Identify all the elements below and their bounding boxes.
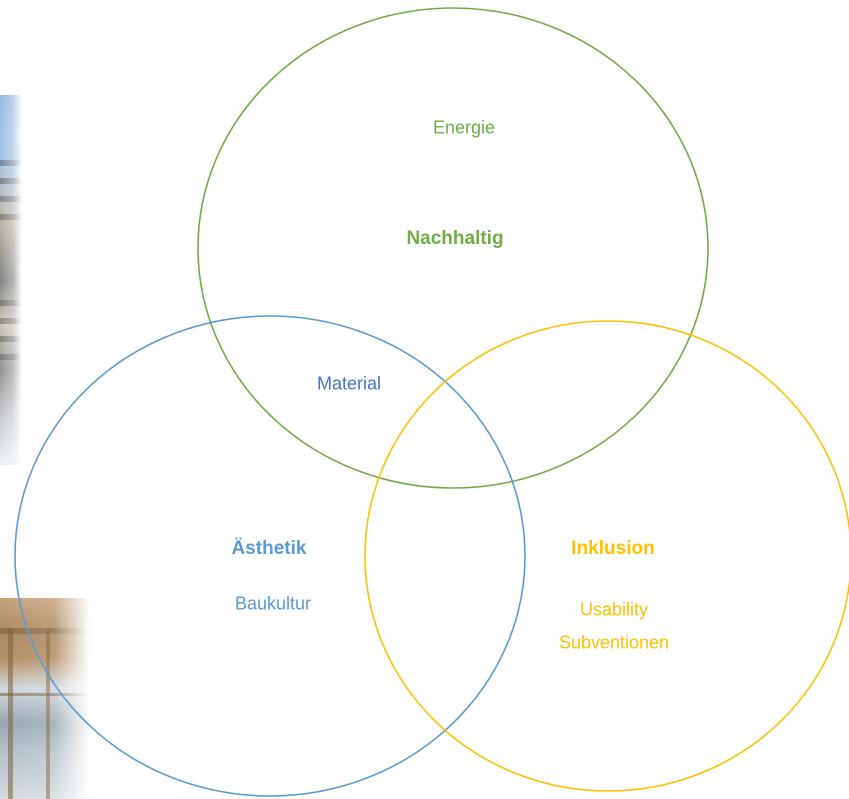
photo-window-band xyxy=(0,318,22,324)
baukultur-label: Baukultur xyxy=(234,593,312,614)
circle-inklusion xyxy=(364,320,849,792)
subventionen-label: Subventionen xyxy=(558,632,670,653)
energie-label: Energie xyxy=(432,117,496,138)
building-photo-fragment-bottom xyxy=(0,598,90,799)
photo-window-frame xyxy=(46,628,50,799)
circle-aesthetik xyxy=(14,315,526,797)
building-photo-fragment-top xyxy=(0,95,22,465)
photo-window-band xyxy=(0,300,22,306)
photo-window-frame xyxy=(8,628,13,799)
material-label: Material xyxy=(316,373,382,394)
photo-window-band xyxy=(0,196,22,202)
inklusion-title: Inklusion xyxy=(571,538,655,560)
usability-label: Usability xyxy=(579,599,649,620)
circle-nachhaltig xyxy=(197,7,709,489)
photo-window-band xyxy=(0,160,22,166)
photo-window-band xyxy=(0,178,22,184)
nachhaltig-title: Nachhaltig xyxy=(406,228,504,250)
aesthetik-title: Ästhetik xyxy=(231,538,307,560)
photo-window-band xyxy=(0,336,22,342)
photo-window-band xyxy=(0,354,22,360)
photo-window-frame xyxy=(0,628,90,634)
photo-window-band xyxy=(0,214,22,220)
photo-window-frame xyxy=(0,693,90,696)
